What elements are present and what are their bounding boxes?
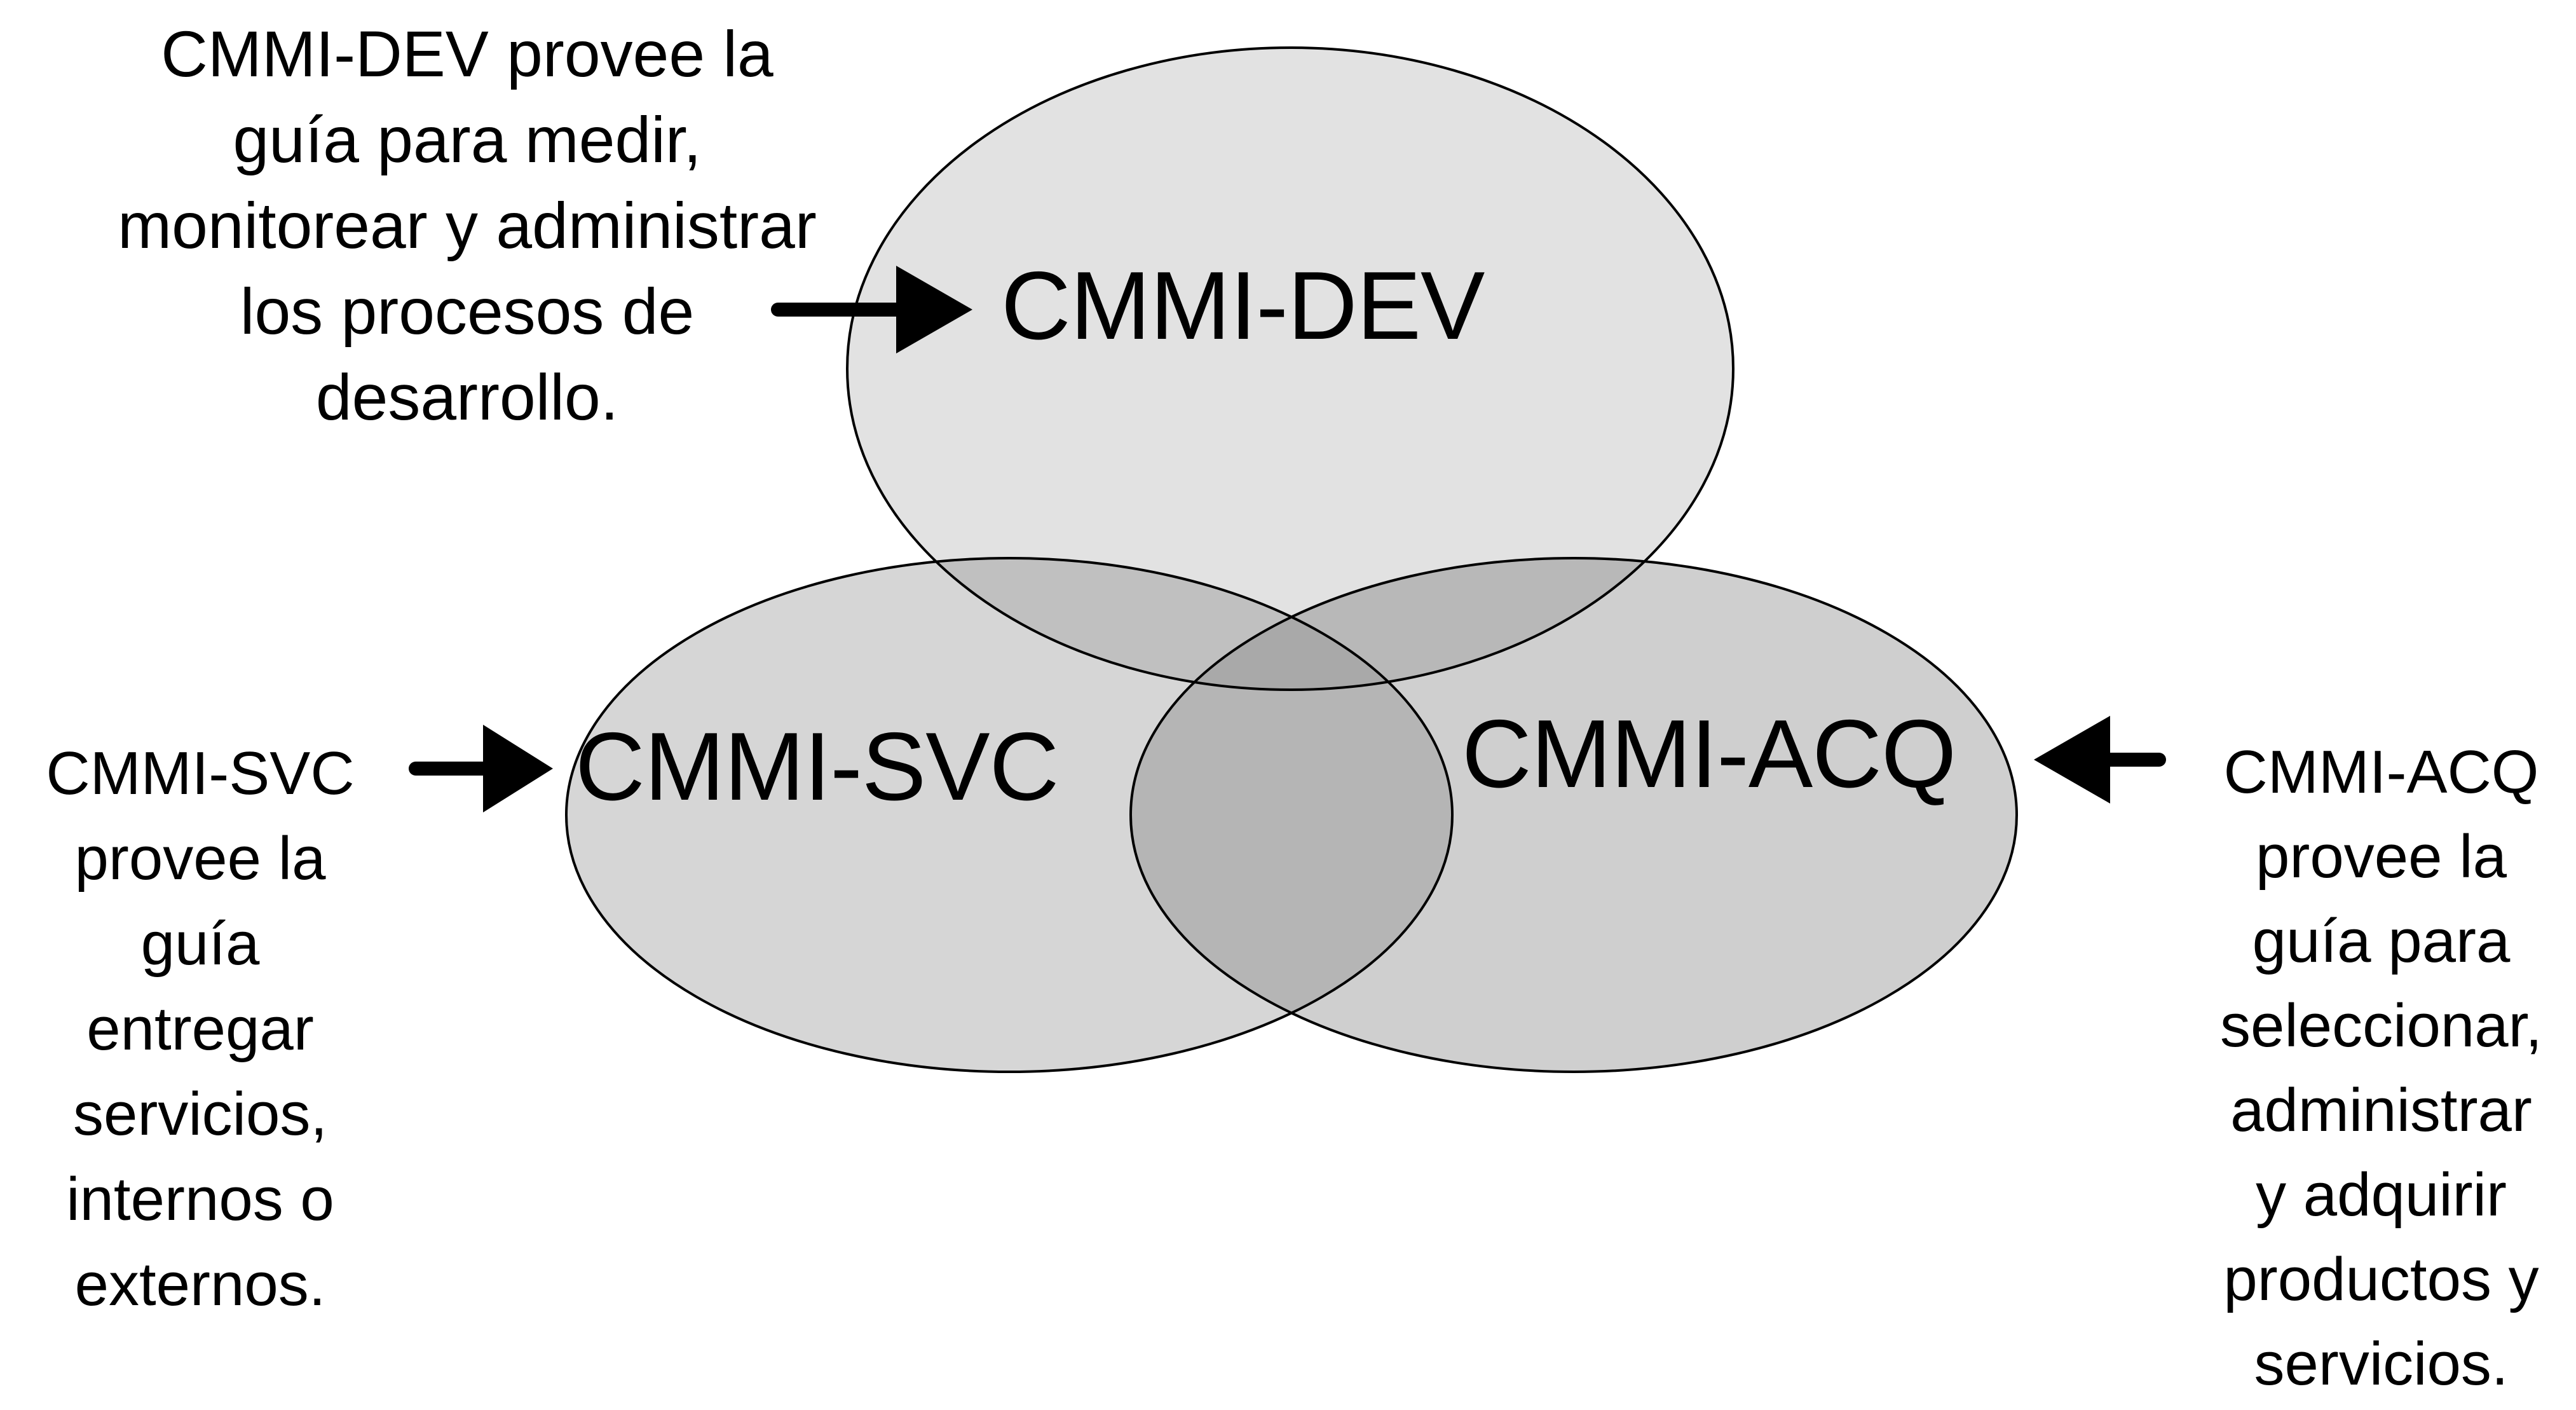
annotation-svc: CMMI-SVC provee la guía entregar servici… [0, 731, 400, 1327]
annotation-line: los procesos de [240, 275, 695, 348]
circle-label-dev: CMMI-DEV [1001, 252, 1485, 360]
circle-label-svc: CMMI-SVC [575, 713, 1059, 821]
annotation-line: productos y [2223, 1245, 2539, 1313]
annotation-line: CMMI-ACQ [2223, 738, 2539, 806]
annotation-line: guía [140, 910, 260, 978]
arrow-svc [409, 725, 553, 812]
annotation-line: internos o [66, 1165, 334, 1233]
annotation-line: guía para [2252, 907, 2511, 975]
arrow-acq [2034, 716, 2166, 804]
circle-dev [847, 48, 1733, 690]
annotation-line: provee la [74, 825, 326, 893]
annotation-line: externos. [74, 1250, 326, 1318]
circle-label-acq: CMMI-ACQ [1462, 700, 1956, 808]
annotation-acq: CMMI-ACQ provee la guía para seleccionar… [2186, 730, 2576, 1406]
arrow-dev [771, 266, 972, 353]
annotation-line: entregar [86, 995, 314, 1063]
outline-dev [846, 46, 1734, 691]
annotation-line: monitorear y administrar [118, 189, 817, 262]
annotation-line: y adquirir [2256, 1161, 2507, 1229]
annotation-line: desarrollo. [315, 361, 619, 434]
annotation-line: guía para medir, [233, 104, 702, 176]
outline-svc [565, 557, 1454, 1073]
annotation-line: servicios. [2254, 1330, 2509, 1398]
annotation-line: seleccionar, [2220, 992, 2542, 1060]
outline-acq [1129, 557, 2018, 1073]
annotation-dev: CMMI-DEV provee la guía para medir, moni… [64, 11, 871, 441]
annotation-line: CMMI-SVC [46, 739, 355, 807]
annotation-line: servicios, [72, 1080, 328, 1148]
annotation-line: administrar [2230, 1076, 2532, 1144]
annotation-line: CMMI-DEV provee la [161, 18, 773, 90]
annotation-line: provee la [2256, 823, 2507, 891]
